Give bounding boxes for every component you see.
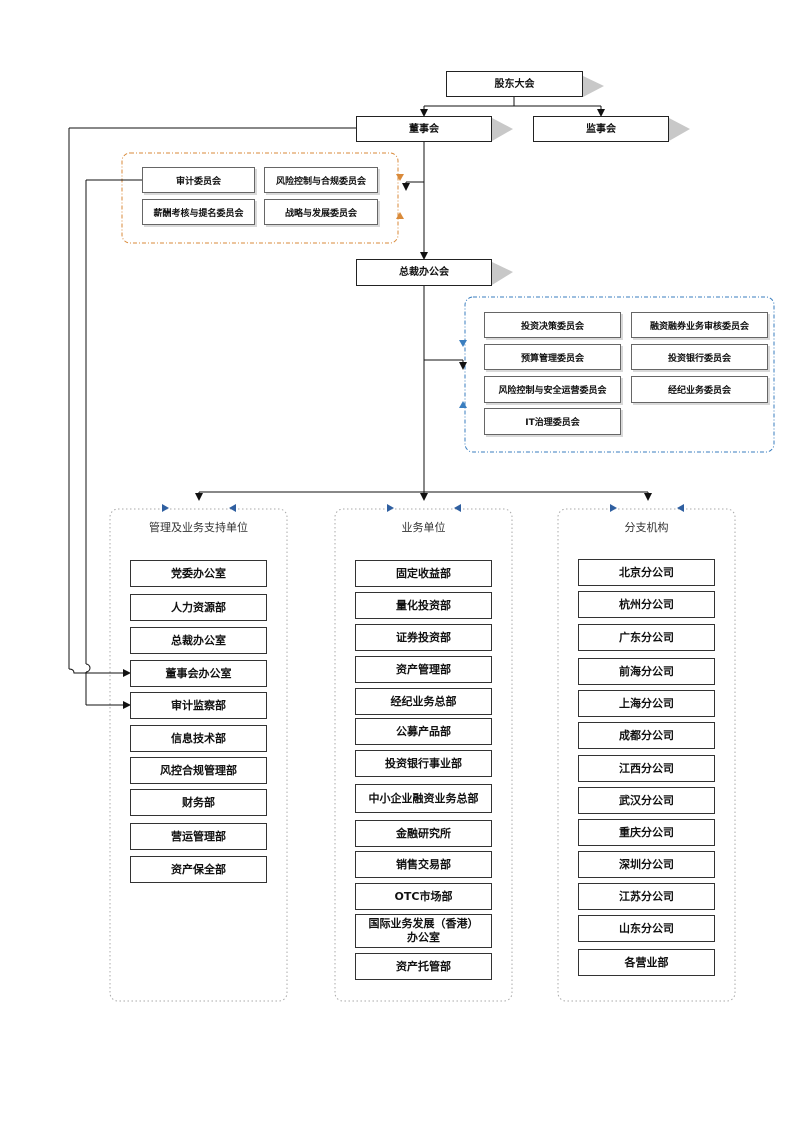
supervisors-box: 监事会: [533, 116, 669, 142]
blue-left-triangle-1: [229, 504, 236, 512]
branch-12: 山东分公司: [578, 915, 715, 942]
board-committee-frame: [121, 152, 399, 244]
shareholders-box: 股东大会: [446, 71, 583, 97]
branch-1: 北京分公司: [578, 559, 715, 586]
business-unit-6: 公募产品部: [355, 718, 492, 745]
branch-13: 各营业部: [578, 949, 715, 976]
branch-3: 广东分公司: [578, 624, 715, 651]
business-unit-5: 经纪业务总部: [355, 688, 492, 715]
president-committee-7: IT治理委员会: [484, 408, 621, 435]
board-committee-compensation: 薪酬考核与提名委员会: [142, 199, 255, 225]
management-unit-7: 风控合规管理部: [130, 757, 267, 784]
management-unit-2: 人力资源部: [130, 594, 267, 621]
business-unit-10: 销售交易部: [355, 851, 492, 878]
president-committee-1: 投资决策委员会: [484, 312, 621, 338]
blue-left-triangle-2: [454, 504, 461, 512]
president-committee-4: 投资银行委员会: [631, 344, 768, 370]
board-box: 董事会: [356, 116, 492, 142]
management-unit-9: 营运管理部: [130, 823, 267, 850]
business-unit-8: 中小企业融资业务总部: [355, 784, 492, 813]
group-frame-branches: [557, 508, 736, 1002]
group-frame-management: [109, 508, 288, 1002]
group-title-business: 业务单位: [401, 521, 446, 534]
board-committee-audit: 审计委员会: [142, 167, 255, 193]
blue-right-triangle-2: [387, 504, 394, 512]
management-unit-4: 董事会办公室: [130, 660, 267, 687]
management-unit-3: 总裁办公室: [130, 627, 267, 654]
branch-4: 前海分公司: [578, 658, 715, 685]
orange-up-triangle: [396, 212, 404, 219]
blue-down-triangle: [459, 340, 467, 347]
management-unit-6: 信息技术部: [130, 725, 267, 752]
business-unit-7: 投资银行事业部: [355, 750, 492, 777]
group-title-management: 管理及业务支持单位: [149, 521, 248, 534]
president-committee-5: 风险控制与安全运营委员会: [484, 376, 621, 403]
branch-6: 成都分公司: [578, 722, 715, 749]
business-unit-9: 金融研究所: [355, 820, 492, 847]
business-unit-13: 资产托管部: [355, 953, 492, 980]
board-committee-strategy: 战略与发展委员会: [264, 199, 378, 225]
management-unit-8: 财务部: [130, 789, 267, 816]
blue-up-triangle: [459, 401, 467, 408]
business-unit-1: 固定收益部: [355, 560, 492, 587]
branch-9: 重庆分公司: [578, 819, 715, 846]
branch-2: 杭州分公司: [578, 591, 715, 618]
blue-right-triangle-1: [162, 504, 169, 512]
president-committee-2: 融资融券业务审核委员会: [631, 312, 768, 338]
president-office-box: 总裁办公会: [356, 259, 492, 286]
branch-11: 江苏分公司: [578, 883, 715, 910]
business-unit-2: 量化投资部: [355, 592, 492, 619]
group-title-branches: 分支机构: [624, 521, 669, 534]
president-committee-6: 经纪业务委员会: [631, 376, 768, 403]
business-unit-11: OTC市场部: [355, 883, 492, 910]
branch-5: 上海分公司: [578, 690, 715, 717]
business-unit-4: 资产管理部: [355, 656, 492, 683]
blue-left-triangle-3: [677, 504, 684, 512]
board-committee-risk: 风险控制与合规委员会: [264, 167, 378, 193]
president-committee-3: 预算管理委员会: [484, 344, 621, 370]
orange-down-triangle: [396, 174, 404, 181]
business-unit-12: 国际业务发展（香港）办公室: [355, 914, 492, 948]
branch-7: 江西分公司: [578, 755, 715, 782]
management-unit-1: 党委办公室: [130, 560, 267, 587]
group-frame-business: [334, 508, 513, 1002]
blue-right-triangle-3: [610, 504, 617, 512]
branch-10: 深圳分公司: [578, 851, 715, 878]
management-unit-5: 审计监察部: [130, 692, 267, 719]
business-unit-3: 证券投资部: [355, 624, 492, 651]
branch-8: 武汉分公司: [578, 787, 715, 814]
president-committee-frame: [464, 296, 775, 453]
management-unit-10: 资产保全部: [130, 856, 267, 883]
